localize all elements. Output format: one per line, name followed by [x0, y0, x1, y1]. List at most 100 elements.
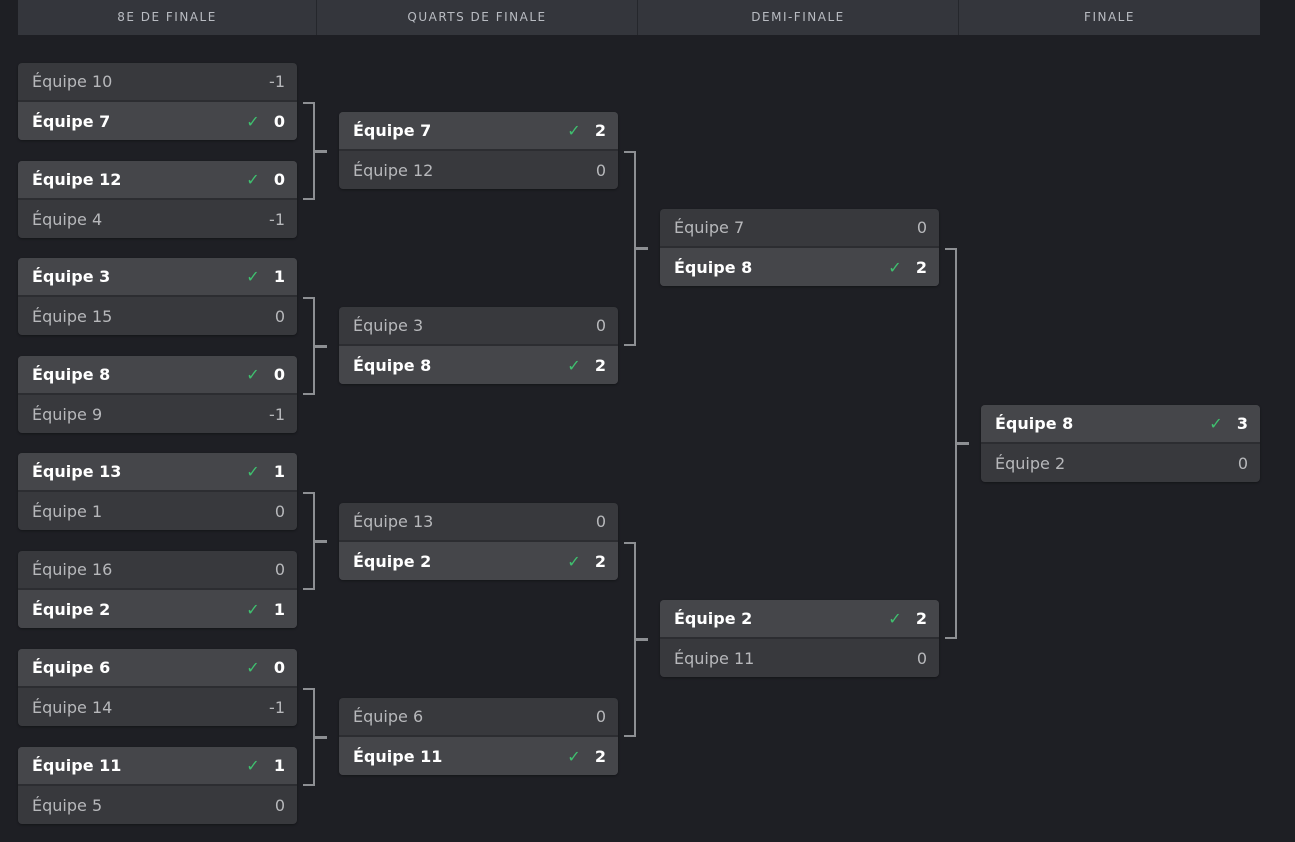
bracket-connector-stub: [315, 149, 327, 153]
team-row[interactable]: Équipe 13✓1: [18, 453, 297, 492]
team-name: Équipe 8: [674, 257, 753, 277]
team-row[interactable]: Équipe 3 0: [339, 307, 618, 346]
team-name: Équipe 11: [32, 756, 122, 775]
bracket-connector-stub: [957, 442, 969, 445]
team-score: 0: [916, 648, 927, 668]
team-name: Équipe 2: [353, 551, 432, 571]
bracket-connector: [303, 687, 315, 786]
team-score: 0: [273, 170, 285, 189]
team-row[interactable]: Équipe 8✓3: [981, 405, 1260, 444]
team-name: Équipe 11: [353, 746, 443, 766]
team-name: Équipe 3: [32, 267, 111, 286]
team-name: Équipe 2: [674, 609, 753, 628]
team-score: 1: [273, 756, 285, 775]
winner-check-icon: ✓: [246, 599, 260, 619]
bracket-connector-stub: [315, 539, 327, 543]
team-score: 2: [594, 746, 606, 766]
team-row[interactable]: Équipe 2✓2: [339, 542, 618, 580]
team-row[interactable]: Équipe 4-1: [18, 200, 297, 238]
team-score: 0: [916, 218, 927, 237]
round-header-8e: 8E DE FINALE: [18, 0, 317, 35]
winner-check-icon: ✓: [567, 355, 581, 375]
team-row[interactable]: Équipe 9-1: [18, 395, 297, 433]
bracket-connector: [303, 296, 315, 395]
team-score: 2: [915, 257, 927, 277]
team-name: Équipe 3: [353, 316, 424, 335]
round-header-demi: DEMI-FINALE: [638, 0, 959, 35]
bracket-connector: [303, 101, 315, 200]
round-headers: 8E DE FINALE QUARTS DE FINALE DEMI-FINAL…: [18, 0, 1260, 35]
team-name: Équipe 12: [32, 170, 122, 189]
round-header-quarts: QUARTS DE FINALE: [317, 0, 638, 35]
winner-check-icon: ✓: [567, 746, 581, 766]
team-row[interactable]: Équipe 2✓1: [18, 590, 297, 628]
team-row[interactable]: Équipe 7✓2: [339, 112, 618, 151]
team-row[interactable]: Équipe 3 ✓ 1: [18, 258, 297, 297]
team-score: 0: [274, 501, 285, 521]
team-row[interactable]: Équipe 8✓2: [339, 346, 618, 384]
round-header-finale: FINALE: [959, 0, 1260, 35]
team-name: Équipe 13: [353, 512, 434, 531]
team-score: 0: [273, 658, 285, 677]
team-row[interactable]: Équipe 11 ✓ 1: [18, 747, 297, 786]
team-name: Équipe 7: [32, 111, 111, 131]
winner-check-icon: ✓: [246, 658, 260, 677]
team-score: 0: [274, 560, 285, 579]
team-row[interactable]: Équipe 10-1: [18, 63, 297, 102]
bracket-connector-stub: [636, 247, 648, 250]
winner-check-icon: ✓: [1209, 414, 1223, 433]
team-row[interactable]: Équipe 8✓2: [660, 248, 939, 286]
team-row[interactable]: Équipe 8✓0: [18, 356, 297, 395]
team-row[interactable]: Équipe 12✓0: [18, 161, 297, 200]
team-score: 2: [594, 121, 606, 140]
winner-check-icon: ✓: [246, 365, 260, 384]
team-score: 0: [595, 316, 606, 335]
team-row[interactable]: Équipe 7✓0: [18, 102, 297, 140]
team-row[interactable]: Équipe 11 ✓ 2: [339, 737, 618, 775]
team-score: -1: [269, 697, 285, 717]
team-score: -1: [269, 209, 285, 229]
team-row[interactable]: Équipe 2✓2: [660, 600, 939, 639]
winner-check-icon: ✓: [246, 756, 260, 775]
team-name: Équipe 15: [32, 306, 113, 326]
team-name: Équipe 16: [32, 560, 113, 579]
winner-check-icon: ✓: [567, 121, 581, 140]
team-score: 0: [1237, 453, 1248, 473]
team-name: Équipe 6: [32, 658, 111, 677]
team-row[interactable]: Équipe 14 -1: [18, 688, 297, 726]
team-row[interactable]: Équipe 16 0: [18, 551, 297, 590]
team-row[interactable]: Équipe 6 ✓ 0: [18, 649, 297, 688]
team-name: Équipe 14: [32, 697, 113, 717]
team-score: 0: [273, 111, 285, 131]
winner-check-icon: ✓: [246, 267, 260, 286]
bracket-connector: [624, 150, 636, 346]
team-score: 1: [273, 267, 285, 286]
team-name: Équipe 2: [32, 599, 111, 619]
team-score: 2: [594, 551, 606, 571]
team-score: -1: [269, 72, 285, 91]
